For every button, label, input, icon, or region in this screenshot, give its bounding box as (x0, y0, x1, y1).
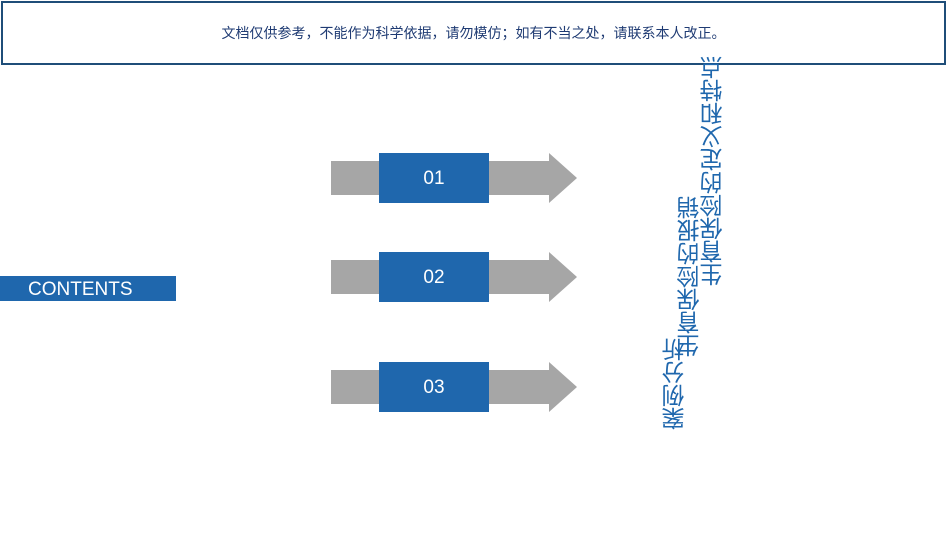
arrow-tail (331, 260, 381, 294)
disclaimer-banner: 文档仅供参考，不能作为科学依据，请勿模仿；如有不当之处，请联系本人改正。 (1, 1, 946, 65)
arrow-tail (331, 161, 381, 195)
arrow-head (486, 362, 577, 412)
item-number: 01 (379, 153, 489, 203)
item-arrow-01: 01 (331, 153, 577, 203)
item-arrow-03: 03 (331, 362, 577, 412)
item-number: 02 (379, 252, 489, 302)
contents-label: CONTENTS (0, 276, 176, 301)
arrow-head (486, 252, 577, 302)
arrow-tail (331, 370, 381, 404)
item-arrow-02: 02 (331, 252, 577, 302)
toc-item-reimbursement: 生育保险的报销 (678, 196, 704, 357)
toc-item-definition: 生育保险的定义和特点 (701, 56, 727, 286)
disclaimer-text: 文档仅供参考，不能作为科学依据，请勿模仿；如有不当之处，请联系本人改正。 (221, 26, 726, 42)
item-number: 03 (379, 362, 489, 412)
arrow-head (486, 153, 577, 203)
